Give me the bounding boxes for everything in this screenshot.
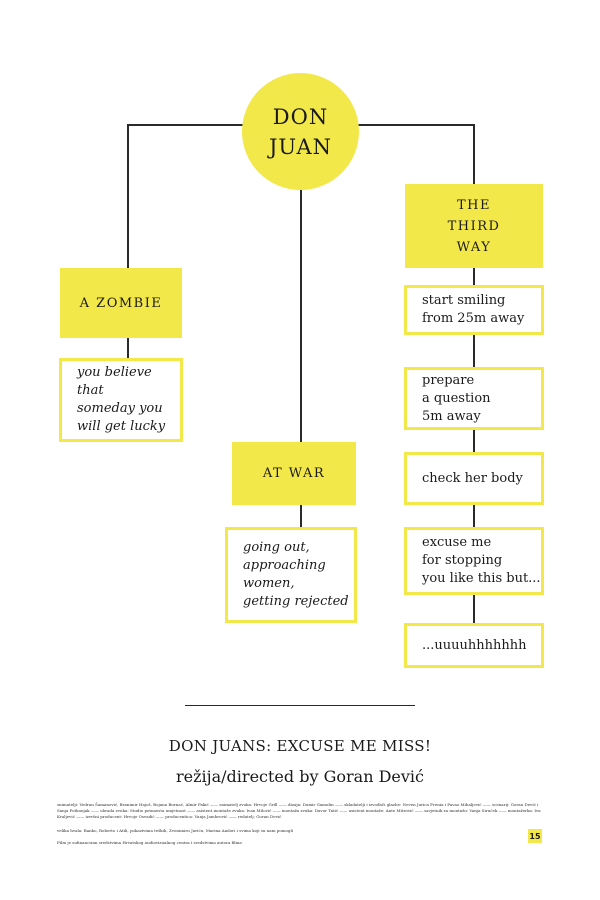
- credits-thanks: velika hvala: Banko, Roberto i Atili, po…: [57, 828, 294, 833]
- credits-main: snimatelji: Vedran Šamanović, Branimir H…: [57, 802, 541, 819]
- credits-funding: Film je sufinanciran sredstvima Hrvatsko…: [57, 840, 242, 845]
- third-way-step-1: start smiling from 25m away: [404, 285, 544, 335]
- zombie-item-line: you believe that: [77, 365, 152, 398]
- third-way-step-5: ...uuuuhhhhhhh: [404, 623, 544, 668]
- center-line1: DON: [272, 104, 329, 129]
- zombie-item: you believe that someday you will get lu…: [59, 358, 183, 442]
- center-node-don-juan: DON JUAN: [242, 73, 359, 190]
- war-item-line: women,: [243, 576, 295, 591]
- branch-third-way-label: THIRD: [447, 218, 501, 234]
- film-title: DON JUANS: EXCUSE ME MISS!: [168, 737, 432, 755]
- film-director: režija/directed by Goran Dević: [176, 767, 424, 786]
- third-way-step-4: excuse me for stopping you like this but…: [404, 527, 544, 595]
- zombie-item-line: will get lucky: [77, 419, 166, 434]
- branch-zombie-node: A ZOMBIE: [60, 268, 182, 338]
- war-item-line: getting rejected: [243, 594, 349, 609]
- age-rating-badge: 15: [528, 829, 542, 843]
- connector-zombie-item: [127, 338, 129, 358]
- step-line: start smiling: [422, 293, 506, 308]
- war-item-line: going out,: [243, 540, 310, 555]
- connector-right-vertical: [473, 124, 475, 184]
- step-line: a question: [422, 390, 491, 406]
- connector-left-vertical: [127, 124, 129, 268]
- war-item-line: approaching: [243, 558, 326, 573]
- branch-war-node: AT WAR: [232, 442, 356, 505]
- branch-third-way-node: THE THIRD WAY: [405, 184, 543, 268]
- step-line: 5m away: [422, 408, 481, 424]
- step-line: you like this but...: [422, 571, 541, 586]
- branch-third-way-label: THE: [457, 197, 491, 213]
- war-item: going out, approaching women, getting re…: [225, 527, 357, 623]
- step-line: excuse me: [422, 535, 492, 550]
- branch-third-way-label: WAY: [456, 239, 492, 255]
- branch-war-label: AT WAR: [262, 466, 326, 481]
- step-line: check her body: [422, 470, 523, 486]
- step-line: ...uuuuhhhhhhh: [422, 637, 527, 653]
- connector-center-vertical: [300, 190, 302, 442]
- third-way-step-2: prepare a question 5m away: [404, 367, 544, 430]
- center-line2: JUAN: [268, 134, 332, 159]
- connector-war-item: [300, 505, 302, 527]
- zombie-item-line: someday you: [77, 401, 163, 416]
- step-line: for stopping: [422, 553, 503, 568]
- connector-third-way-steps: [473, 268, 475, 623]
- third-way-step-3: check her body: [404, 452, 544, 505]
- branch-zombie-label: A ZOMBIE: [79, 295, 163, 311]
- title-divider: [185, 705, 415, 706]
- step-line: prepare: [422, 372, 475, 388]
- step-line: from 25m away: [422, 311, 525, 326]
